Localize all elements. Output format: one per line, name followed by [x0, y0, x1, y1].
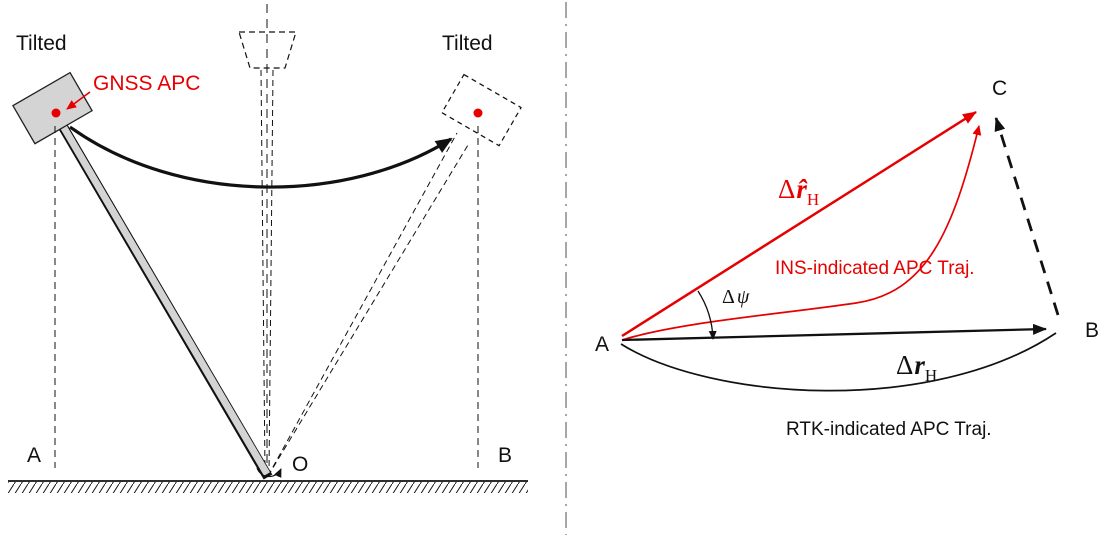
left-panel-pole-sketch: Tilted Tilted GNSS APC A O B [8, 4, 528, 493]
estimated-vector-label: Δr̂H [778, 174, 819, 209]
rtk-trajectory-curve [620, 332, 1057, 392]
ground-point-b-label: B [498, 444, 512, 467]
upright-antenna-outline [238, 31, 297, 69]
ground-hatching [8, 482, 528, 493]
ins-trajectory-curve [621, 125, 982, 341]
right-pole-edge-2 [267, 144, 469, 477]
gnss-apc-pointer-arrow [66, 91, 91, 110]
heading-error-angle-arc [697, 290, 717, 340]
vertex-a-label: A [595, 333, 609, 356]
upright-pole-left-edge [260, 69, 266, 473]
true-vector-label: ΔrH [896, 350, 937, 385]
right-pole-edge-1 [267, 132, 458, 477]
vertex-b-label: B [1085, 319, 1099, 342]
vector-ac [621, 110, 977, 338]
right-antenna-outline [441, 73, 522, 147]
vector-bc-dashed [994, 117, 1060, 316]
vertex-c-label: C [992, 77, 1007, 100]
upright-pole-right-edge [268, 69, 274, 473]
tilted-pole-body [56, 119, 271, 476]
right-apc-dot [473, 108, 483, 118]
pivot-o-label: O [292, 453, 308, 476]
gnss-apc-label: GNSS APC [93, 72, 200, 95]
rtk-trajectory-label: RTK-indicated APC Traj. [786, 419, 992, 440]
apc-swing-arrow [69, 125, 453, 189]
vector-ab [621, 323, 1047, 342]
left-apc-dot [51, 108, 61, 118]
tilted-left-label: Tilted [16, 32, 67, 55]
ground-point-a-label: A [27, 444, 41, 467]
pivot-rotation-arc [256, 467, 282, 478]
tilted-right-label: Tilted [442, 32, 493, 55]
ins-trajectory-label: INS-indicated APC Traj. [775, 258, 975, 279]
left-antenna [12, 71, 93, 145]
